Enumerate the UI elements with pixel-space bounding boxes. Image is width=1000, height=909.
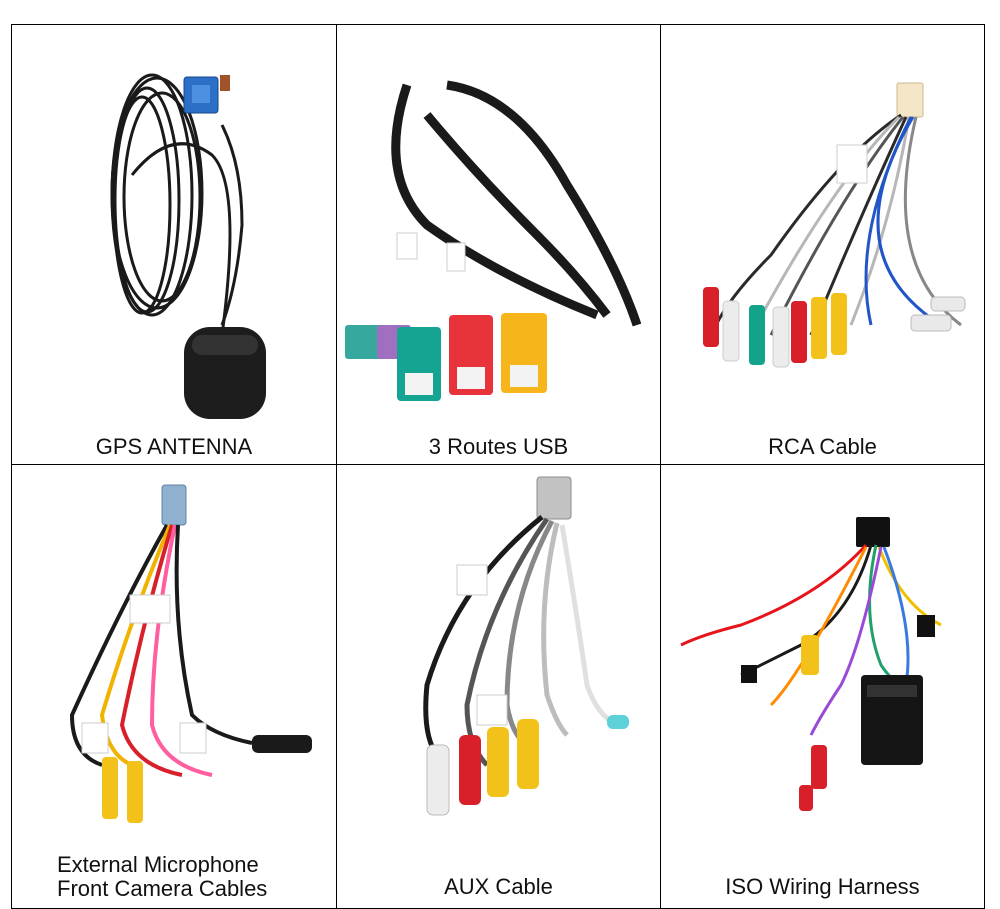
iso-harness-icon bbox=[680, 517, 942, 811]
product-caption: External Microphone Front Camera Cables bbox=[12, 853, 336, 901]
product-caption: RCA Cable bbox=[768, 434, 877, 459]
microphone-camera-cable-icon bbox=[69, 484, 312, 823]
product-caption: GPS ANTENNA bbox=[95, 434, 253, 459]
product-caption: ISO Wiring Harness bbox=[725, 874, 920, 899]
gps-antenna-cable-icon bbox=[110, 73, 266, 419]
product-caption: 3 Routes USB bbox=[428, 434, 569, 459]
aux-cable-icon bbox=[423, 476, 629, 816]
product-cell-rca: RCA Cable bbox=[661, 25, 985, 465]
product-cell-aux: AUX Cable bbox=[337, 465, 661, 909]
product-caption-line: Front Camera Cables bbox=[57, 876, 268, 901]
product-caption-line: External Microphone bbox=[57, 852, 259, 877]
product-cell-iso-harness: ISO Wiring Harness bbox=[661, 465, 985, 909]
product-grid: GPS ANTENNA 3 Routes USB bbox=[11, 24, 985, 909]
product-cell-microphone-camera: External Microphone Front Camera Cables bbox=[12, 465, 337, 909]
product-caption: AUX Cable bbox=[444, 874, 553, 899]
product-cell-gps-antenna: GPS ANTENNA bbox=[12, 25, 337, 465]
rca-cable-icon bbox=[703, 82, 966, 368]
usb-cable-icon bbox=[345, 80, 642, 401]
product-cell-usb: 3 Routes USB bbox=[337, 25, 661, 465]
